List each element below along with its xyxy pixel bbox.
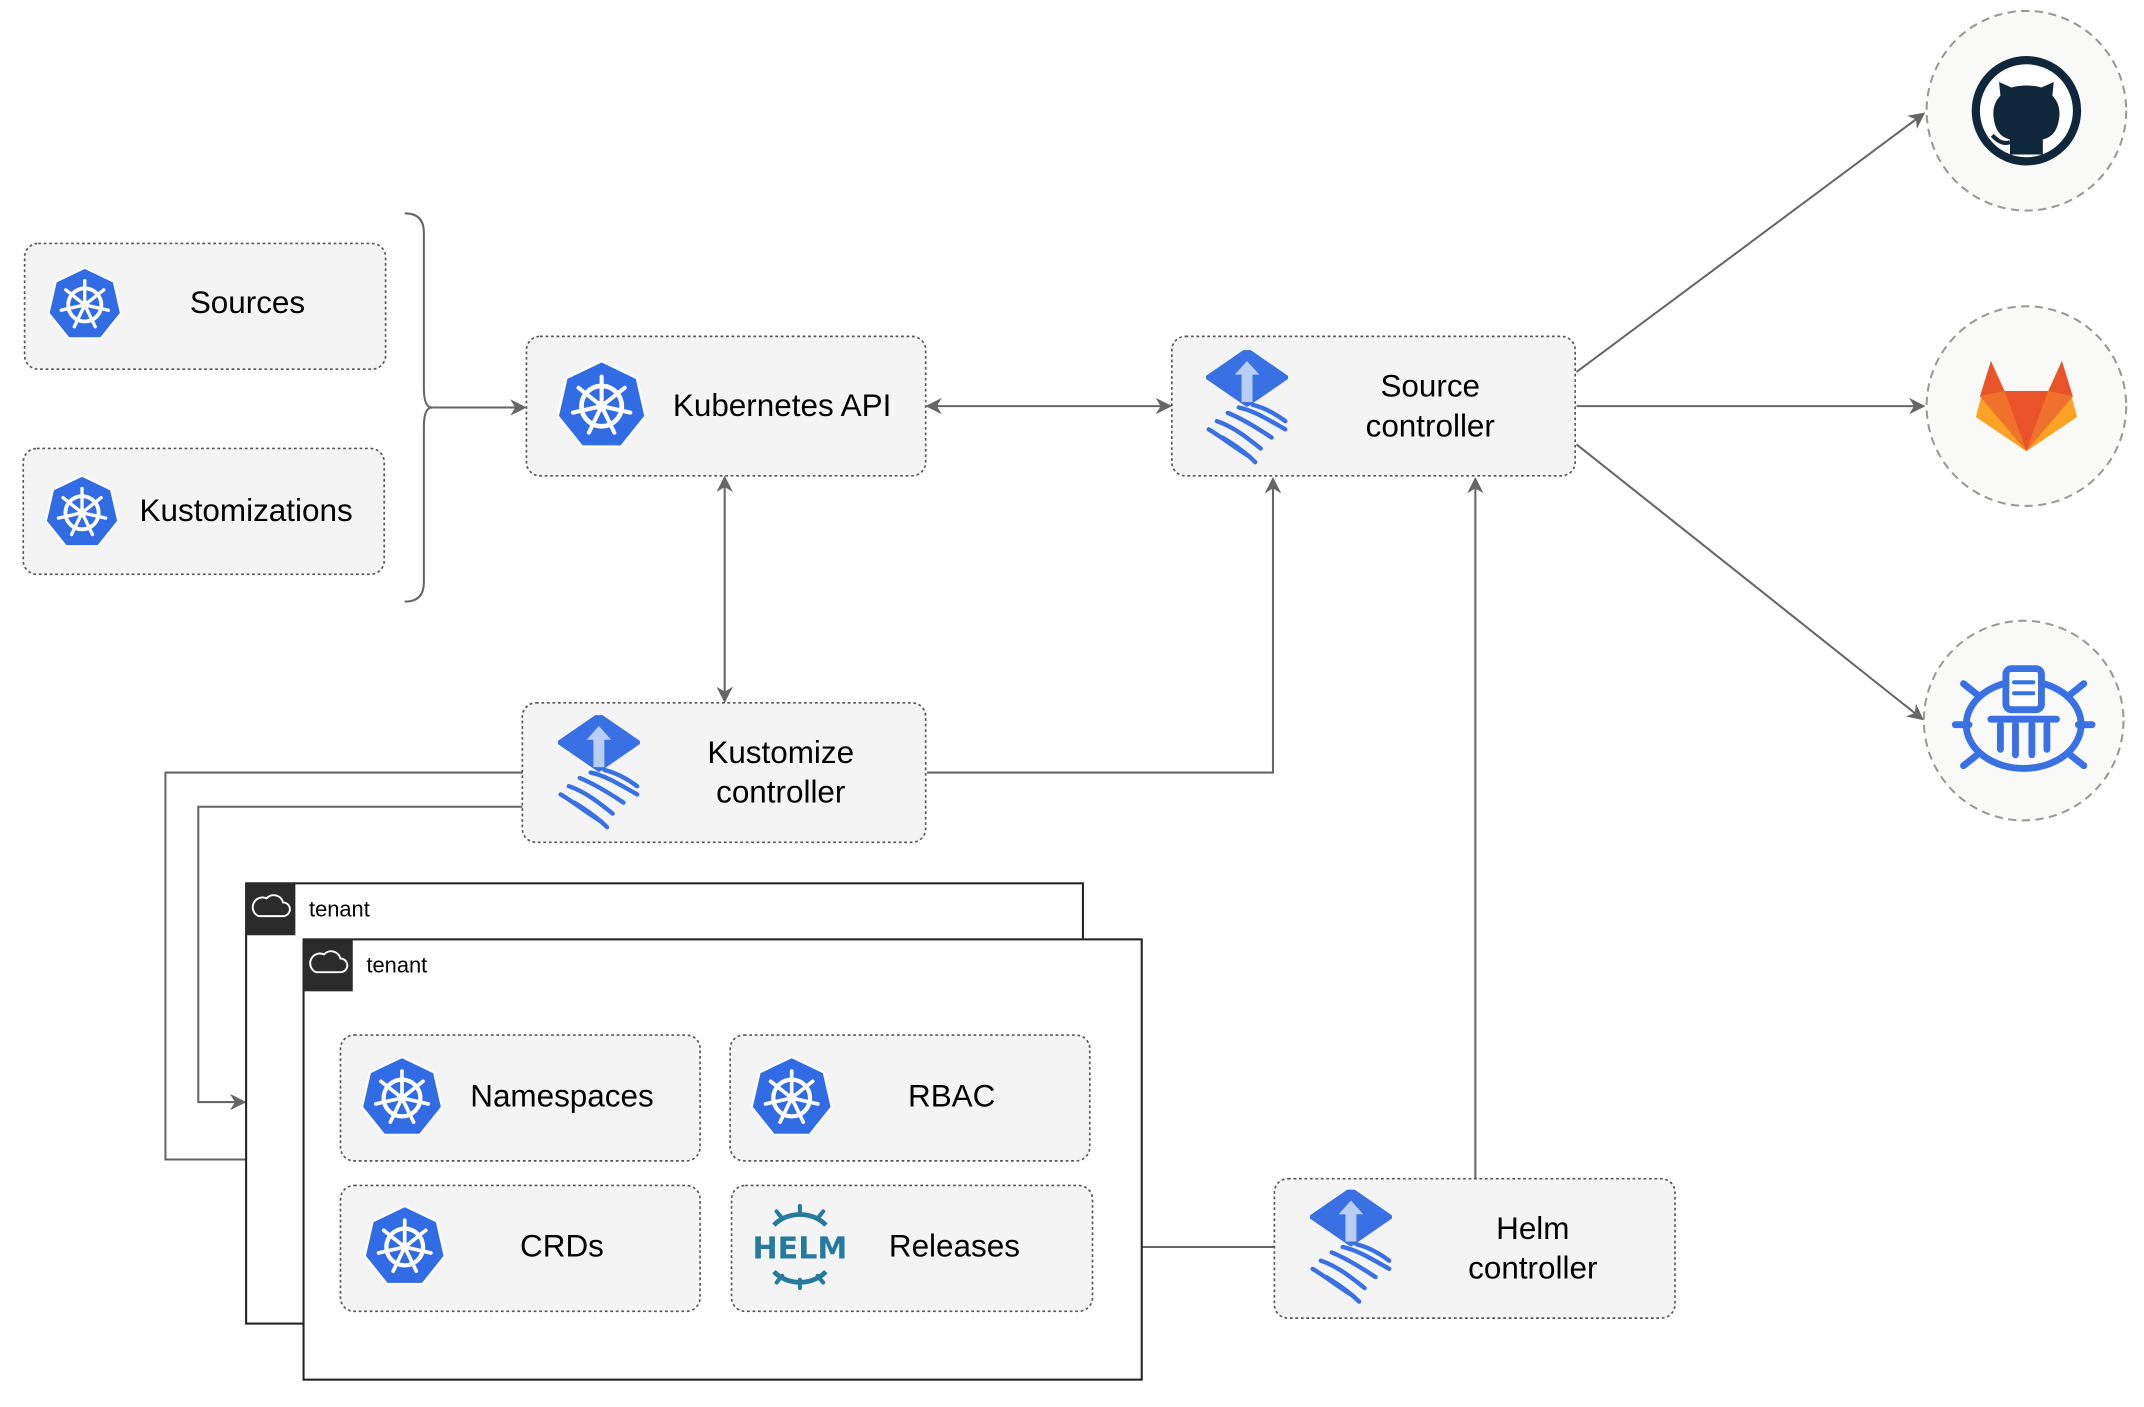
bucket-node[interactable] xyxy=(1922,619,2125,822)
crds-node[interactable]: CRDs xyxy=(339,1184,701,1313)
github-icon xyxy=(1971,56,2082,166)
helm-controller-node[interactable]: Helm controller xyxy=(1273,1177,1676,1319)
edges xyxy=(164,112,1926,1256)
kustomize-controller-node[interactable]: Kustomize controller xyxy=(521,701,927,844)
tenant-label: tenant xyxy=(366,952,427,977)
kustomizations-node[interactable]: Kustomizations xyxy=(22,447,386,576)
kustomize-controller-label-line2: controller xyxy=(716,775,845,810)
cloud-icon xyxy=(251,894,291,918)
github-node[interactable] xyxy=(1925,9,2128,212)
edge-source-to-bucket xyxy=(1575,443,1924,721)
releases-label: Releases xyxy=(889,1229,1020,1264)
gitlab-node[interactable] xyxy=(1925,305,2128,507)
kustomizations-label: Kustomizations xyxy=(140,493,353,528)
cloud-icon xyxy=(309,950,349,974)
edge-kustomize-to-tenant-front xyxy=(164,771,523,1168)
helm-icon: HELM xyxy=(752,1203,847,1291)
source-controller-node[interactable]: Source controller xyxy=(1170,335,1577,477)
svg-text:HELM: HELM xyxy=(752,1231,847,1266)
edge-kustomize-to-source xyxy=(927,476,1282,774)
kustomize-controller-label-line1: Kustomize xyxy=(707,735,854,770)
releases-node[interactable]: HELM Releases xyxy=(730,1184,1094,1313)
tenant-label: tenant xyxy=(309,896,370,921)
rbac-label: RBAC xyxy=(908,1078,995,1113)
rbac-node[interactable]: RBAC xyxy=(729,1034,1091,1162)
crds-label: CRDs xyxy=(520,1229,604,1264)
sources-label: Sources xyxy=(190,285,305,320)
gitlab-icon xyxy=(1975,360,2077,452)
kubernetes-api-label: Kubernetes API xyxy=(673,388,891,423)
bucket-icon xyxy=(1951,665,2096,772)
namespaces-node[interactable]: Namespaces xyxy=(339,1034,701,1162)
edge-kustomize-to-tenant-back xyxy=(197,805,523,1111)
source-controller-label-line1: Source xyxy=(1380,369,1480,404)
edge-source-to-github xyxy=(1575,112,1926,373)
source-controller-label-line2: controller xyxy=(1366,408,1495,443)
helm-controller-label-line1: Helm xyxy=(1496,1211,1569,1246)
sources-node[interactable]: Sources xyxy=(23,242,387,371)
helm-controller-label-line2: controller xyxy=(1468,1251,1597,1286)
namespaces-label: Namespaces xyxy=(470,1078,653,1113)
kubernetes-api-node[interactable]: Kubernetes API xyxy=(525,335,927,477)
grouping-brace xyxy=(404,212,433,603)
